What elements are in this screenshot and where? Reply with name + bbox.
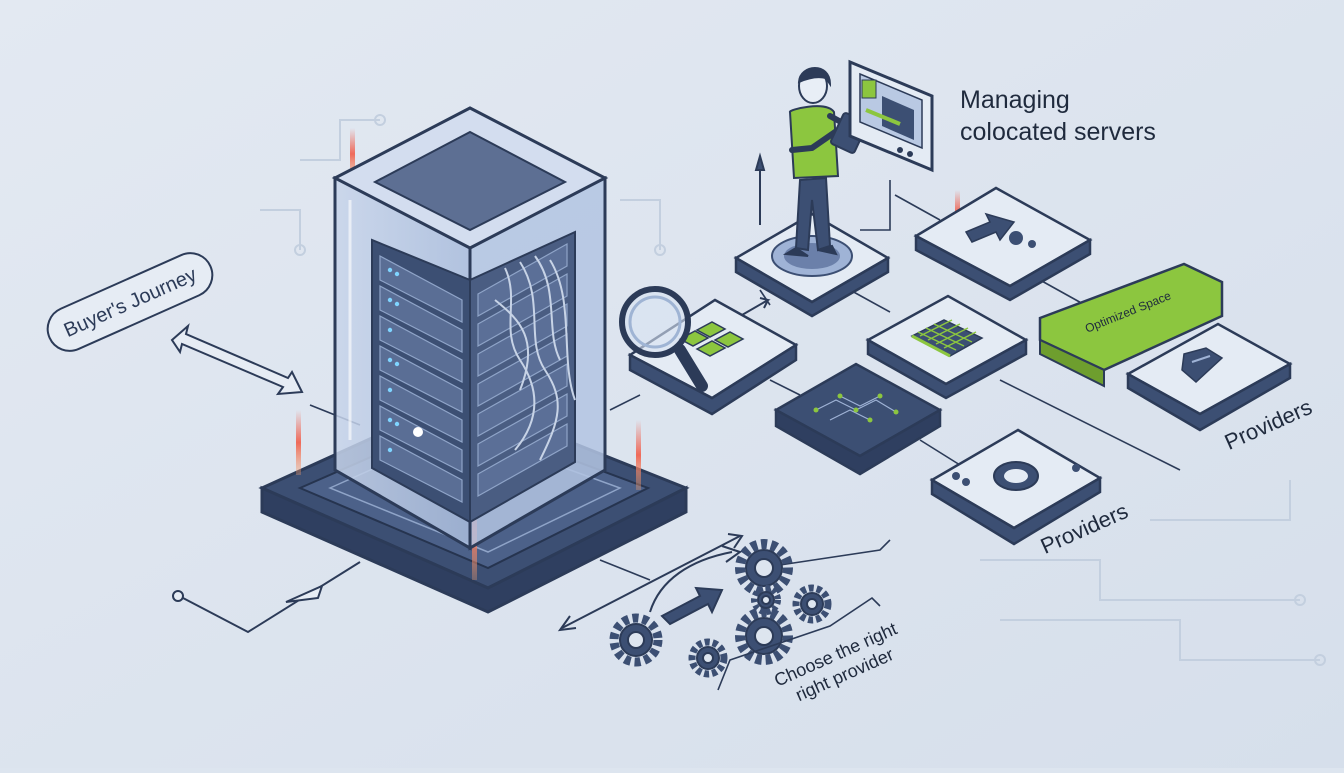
up-arrow-icon [754, 152, 766, 225]
person-platform [733, 212, 891, 318]
managing-label: Managing colocated servers [960, 86, 1156, 146]
svg-text:Managing: Managing [960, 86, 1070, 114]
choose-provider-connector [717, 596, 881, 691]
curved-arrow-icon [557, 533, 744, 632]
svg-text:colocated servers: colocated servers [960, 118, 1156, 146]
server-rack-icon [331, 106, 609, 551]
monitor-icon [848, 59, 934, 173]
grid-tile [865, 294, 1029, 400]
arrow-icon [172, 561, 361, 634]
magnifier-icon [619, 286, 708, 392]
circuit-traces [260, 114, 1326, 666]
chevron-tile [1125, 322, 1293, 432]
gear-tile [929, 428, 1103, 546]
circuit-tile [773, 362, 943, 476]
search-tile [619, 286, 799, 416]
double-arrow-icon [170, 323, 304, 396]
person-icon [782, 67, 868, 257]
optimized-space-tile: Optimized Space [1038, 262, 1224, 388]
arrow-tile [913, 186, 1093, 302]
gear-icon [609, 539, 832, 678]
